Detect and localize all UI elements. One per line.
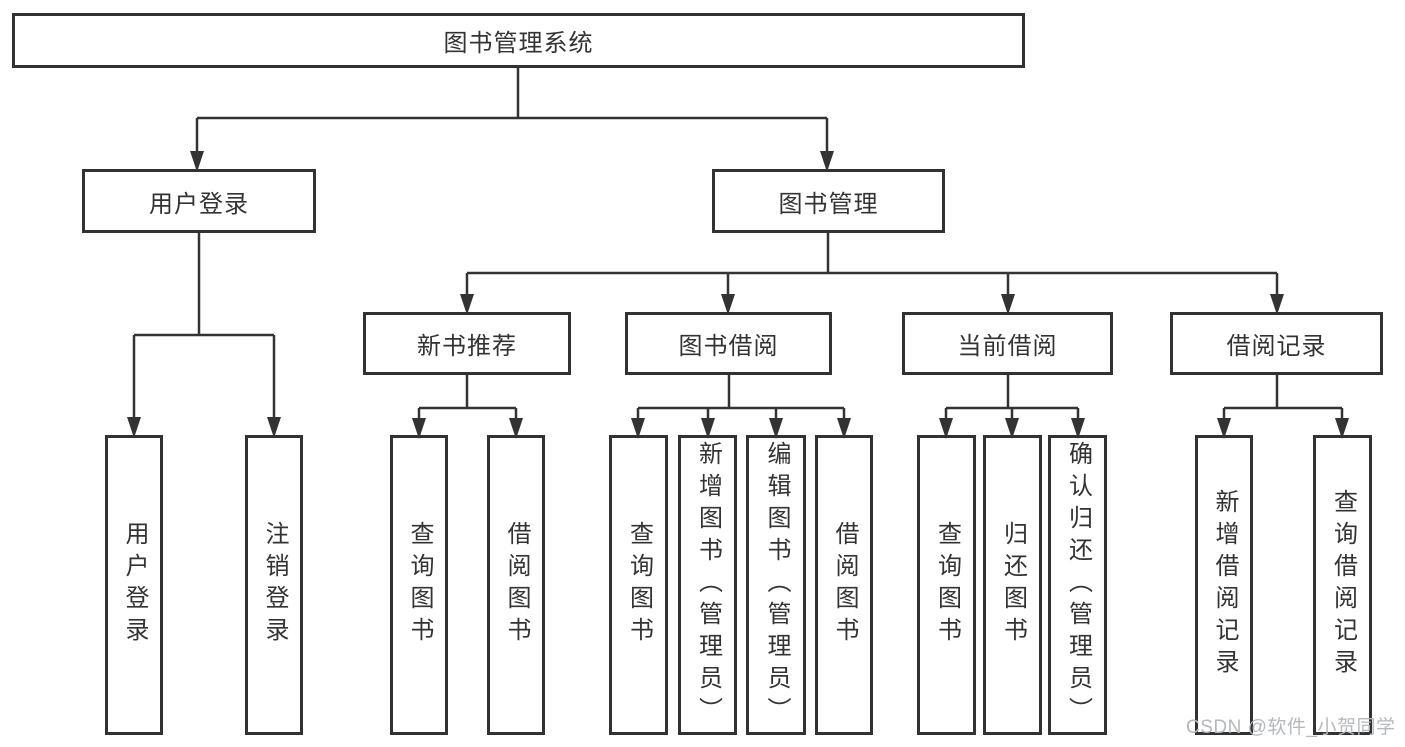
- node-root-library-system: 图书管理系统: [12, 13, 1025, 68]
- leaf-user-login: 用户登录: [105, 435, 163, 735]
- node-new-book-recommend: 新书推荐: [363, 312, 571, 375]
- leaf-add-borrow-record: 新增借阅记录: [1195, 435, 1253, 735]
- leaf-borrow-books-recommend: 借阅图书: [487, 435, 545, 735]
- leaf-logout: 注销登录: [245, 435, 303, 735]
- leaf-query-books-recommend: 查询图书: [390, 435, 448, 735]
- node-new-book-recommend-label: 新书推荐: [417, 333, 517, 360]
- leaf-borrow-books: 借阅图书: [815, 435, 873, 735]
- node-borrow-records-label: 借阅记录: [1226, 333, 1327, 360]
- node-book-management-label: 图书管理: [778, 190, 879, 218]
- leaf-add-books-admin: 新增图书（管理员）: [678, 435, 737, 735]
- leaf-edit-books-admin: 编辑图书（管理员）: [746, 435, 806, 735]
- leaf-return-books: 归还图书: [983, 435, 1042, 735]
- watermark: CSDN @软件_小贺同学: [1186, 717, 1396, 738]
- leaf-query-books-borrow: 查询图书: [609, 435, 668, 735]
- leaf-query-books-current: 查询图书: [917, 435, 976, 735]
- leaf-confirm-return-admin: 确认归还（管理员）: [1048, 435, 1107, 735]
- node-current-borrow: 当前借阅: [902, 312, 1113, 375]
- node-book-borrow: 图书借阅: [625, 312, 832, 375]
- node-borrow-records: 借阅记录: [1170, 312, 1383, 375]
- leaf-query-borrow-record: 查询借阅记录: [1313, 435, 1372, 735]
- node-book-management: 图书管理: [712, 169, 945, 233]
- node-user-login: 用户登录: [82, 169, 316, 233]
- node-root-label: 图书管理系统: [443, 30, 594, 57]
- node-book-borrow-label: 图书借阅: [678, 333, 779, 360]
- node-current-borrow-label: 当前借阅: [957, 333, 1058, 360]
- node-user-login-label: 用户登录: [149, 190, 249, 218]
